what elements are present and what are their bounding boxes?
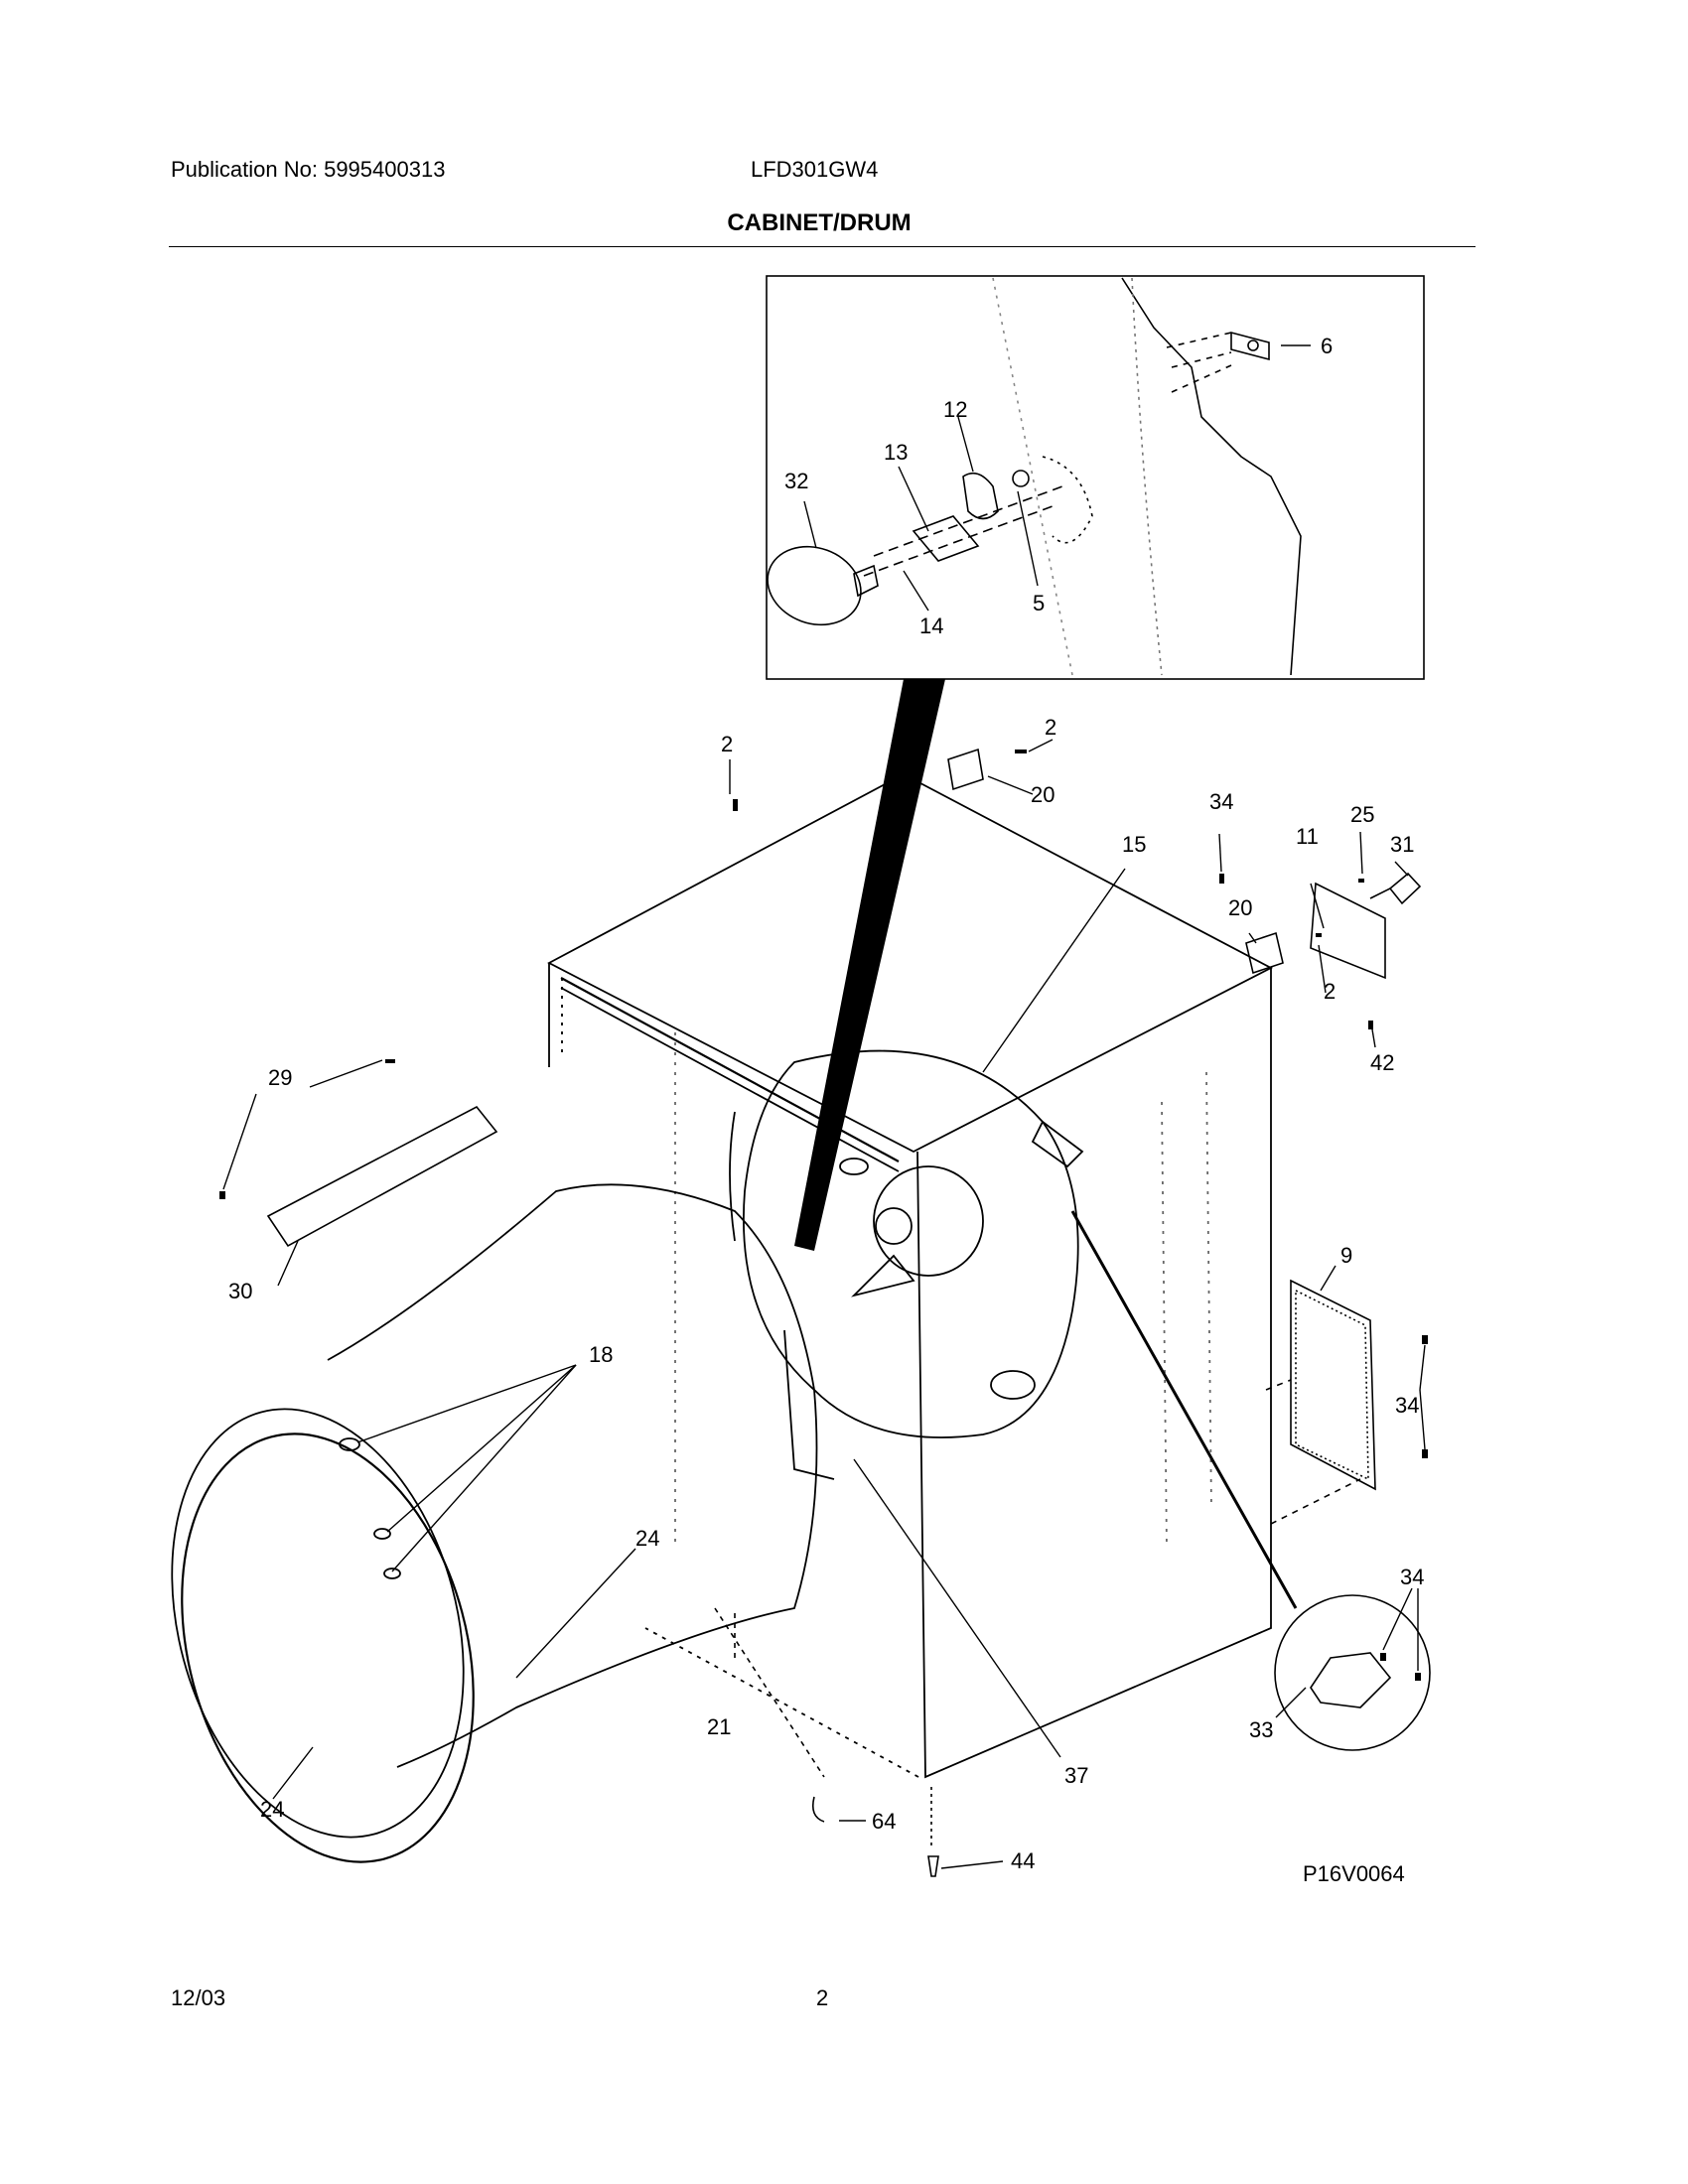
callout-11: 11: [1296, 824, 1319, 849]
callout-14: 14: [919, 614, 943, 638]
header-rule: [169, 246, 1476, 247]
clip-12: [962, 472, 999, 520]
callout-25: 25: [1350, 802, 1374, 827]
callout-42: 42: [1370, 1050, 1394, 1075]
callout-2b: 2: [1045, 715, 1056, 740]
plate-6: [1230, 331, 1270, 361]
drum: [171, 1183, 818, 1863]
hinge-bracket-20a: [947, 748, 984, 791]
callout-44: 44: [1011, 1848, 1035, 1873]
hinge-bracket-20b: [1245, 931, 1284, 975]
knob-32: [767, 545, 862, 626]
callout-24a: 24: [635, 1526, 659, 1551]
callout-15: 15: [1122, 832, 1146, 857]
ball-5: [1012, 470, 1030, 487]
cabinet: [547, 772, 1273, 1779]
callout-labels: 6 12 13 32 5 14 2 2 20 34 25 31 15 11 20…: [228, 334, 1424, 1886]
callout-5: 5: [1033, 591, 1045, 615]
publication-number: Publication No: 5995400313: [171, 157, 446, 182]
callout-13: 13: [884, 440, 908, 465]
callout-29: 29: [268, 1065, 292, 1090]
cover-plate-11: [1310, 882, 1386, 980]
inset-pointer: [794, 679, 945, 1251]
toe-panel-30: [266, 1105, 498, 1248]
callout-34b: 34: [1395, 1393, 1419, 1418]
callout-33: 33: [1249, 1717, 1273, 1742]
rear-bulkhead: [729, 1049, 1084, 1480]
callout-20b: 20: [1228, 895, 1252, 920]
callout-21: 21: [707, 1714, 731, 1739]
filter-9: [1290, 1279, 1376, 1491]
inset-detail: [766, 275, 1425, 680]
callout-24b: 24: [260, 1797, 284, 1822]
callout-9: 9: [1340, 1243, 1352, 1268]
callout-31: 31: [1390, 832, 1414, 857]
blower-hub: [873, 1165, 984, 1277]
callout-18: 18: [589, 1342, 613, 1367]
motor-detail-circle: [1274, 1594, 1431, 1751]
callout-2c: 2: [1324, 979, 1336, 1004]
callout-64: 64: [872, 1809, 896, 1834]
leader-lines: [222, 344, 1426, 1869]
clip-64: [811, 1796, 825, 1823]
callout-32: 32: [784, 469, 808, 493]
foot-44: [927, 1855, 939, 1877]
callout-37: 37: [1064, 1763, 1088, 1788]
light-31: [1388, 872, 1422, 905]
callout-30: 30: [228, 1279, 252, 1303]
screws: [219, 750, 1428, 1681]
top-parts: [266, 748, 1431, 1877]
callout-20a: 20: [1031, 782, 1055, 807]
page-title: CABINET/DRUM: [727, 209, 912, 236]
drum-front-ring: [181, 1433, 475, 1863]
model-number: LFD301GW4: [751, 157, 879, 182]
callout-2a: 2: [721, 732, 733, 756]
footer-date: 12/03: [171, 1985, 226, 2010]
callout-34c: 34: [1400, 1565, 1424, 1589]
callout-34a: 34: [1209, 789, 1233, 814]
callout-12: 12: [943, 397, 967, 422]
page-number: 2: [816, 1985, 829, 2010]
diagram-id: P16V0064: [1303, 1861, 1405, 1886]
callout-6: 6: [1321, 334, 1333, 358]
